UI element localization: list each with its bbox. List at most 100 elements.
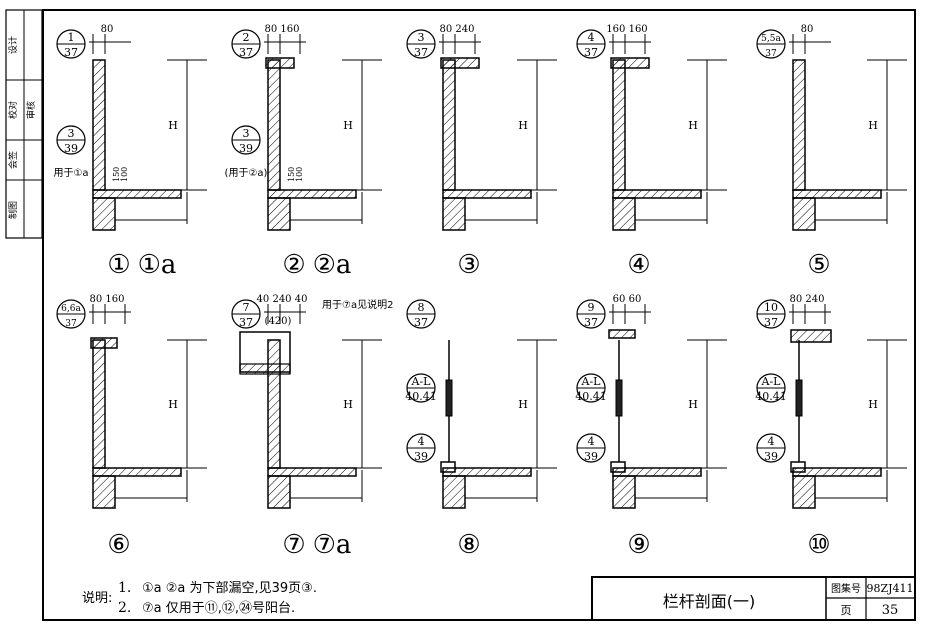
detail-number: ⑧	[457, 530, 480, 560]
ref-bottom: 37	[584, 46, 598, 59]
ref-bottom: 37	[584, 316, 598, 329]
beam-section	[792, 197, 816, 231]
height-label: H	[343, 119, 353, 132]
small-dimension-text: 150	[112, 167, 121, 182]
note-2: ⑦a 仅用于⑪,⑫,㉔号阳台.	[142, 601, 295, 616]
detail-number-text: ②	[282, 250, 305, 280]
ref-top: 10	[764, 301, 778, 314]
sub-note: 用于①a	[53, 168, 88, 179]
beam-section	[442, 197, 466, 231]
beam-section	[612, 197, 636, 231]
ref-top: 4	[768, 435, 775, 448]
ref-top: 4	[588, 31, 595, 44]
height-label: H	[688, 119, 698, 132]
base-ref: 439	[406, 433, 436, 463]
detail-number-text: ③	[457, 250, 480, 280]
rail-bar	[445, 379, 453, 417]
note-1: ①a ②a 为下部漏空,见39页③.	[142, 580, 317, 596]
height-label: H	[688, 398, 698, 411]
detail-number-text: ⑩	[807, 530, 830, 560]
rail-ref: A-L40.41	[575, 373, 607, 403]
ref-bottom: 40.41	[755, 390, 787, 403]
drawing-title: 栏杆剖面(一)	[663, 592, 756, 611]
ref-bottom: 37	[239, 316, 253, 329]
ref-top: 5,5a	[761, 34, 781, 44]
atlas-number: 98ZJ411	[866, 582, 913, 595]
coping-section	[90, 337, 118, 349]
detail-ref: 237	[231, 29, 261, 59]
coping-section	[440, 57, 480, 69]
ref-bottom: 37	[765, 49, 777, 59]
planter-base	[239, 363, 291, 375]
detail-ref: 437	[576, 29, 606, 59]
wall-section	[92, 339, 106, 469]
height-label: H	[868, 398, 878, 411]
floor-slab	[612, 467, 702, 477]
detail-number-text: ⑦	[282, 530, 305, 560]
wall-section	[792, 59, 806, 191]
detail-number-text: ①a	[138, 250, 177, 280]
ref-top: 3	[243, 127, 250, 140]
ref-top: 4	[418, 435, 425, 448]
beam-section	[442, 475, 466, 509]
ref-top: A-L	[761, 375, 782, 388]
detail-number: ②a	[313, 250, 352, 280]
detail-note: 用于⑦a见说明2	[322, 298, 393, 311]
wall-section	[92, 59, 106, 191]
handrail	[608, 329, 636, 339]
floor-slab	[267, 467, 357, 477]
ref-bottom: 39	[764, 450, 778, 463]
rail-bar	[795, 379, 803, 417]
note-1-number: 1.	[118, 580, 131, 596]
notes-label: 说明:	[82, 591, 112, 606]
floor-slab	[442, 467, 532, 477]
ref-bottom: 37	[764, 316, 778, 329]
detail-number: ⑩	[807, 530, 830, 560]
detail-number: ⑥	[107, 530, 130, 560]
stamp-strip: 设计 校对 审核 会签 制图	[5, 9, 43, 239]
dimension-text: 80 240	[790, 294, 825, 305]
detail-number-text: ②a	[313, 250, 352, 280]
sub-note: (用于②a)	[225, 168, 268, 179]
ref-bottom: 39	[584, 450, 598, 463]
sub-ref: 339	[56, 125, 86, 155]
page-number: 35	[882, 603, 899, 618]
dimension-text: 80	[801, 24, 814, 35]
height-label: H	[343, 398, 353, 411]
ref-top: 7	[243, 301, 250, 314]
dimension-text: 160 160	[606, 24, 647, 35]
atlas-label: 图集号	[831, 582, 861, 595]
detail-ref: 737	[231, 299, 261, 329]
height-label: H	[168, 119, 178, 132]
height-label: H	[168, 398, 178, 411]
ref-top: 3	[68, 127, 75, 140]
base-ref: 439	[756, 433, 786, 463]
floor-slab	[92, 189, 182, 199]
detail-ref: 137	[56, 29, 86, 59]
dimension-text: 80	[101, 24, 114, 35]
detail-ref: 837	[406, 299, 436, 329]
detail-number-text: ④	[627, 250, 650, 280]
ref-bottom: 37	[239, 46, 253, 59]
detail-ref: 937	[576, 299, 606, 329]
floor-slab	[792, 189, 882, 199]
sheet-frame	[42, 9, 916, 621]
detail-number-text: ⑦a	[313, 530, 352, 560]
beam-section	[92, 197, 116, 231]
detail-number: ①a	[138, 250, 177, 280]
ref-bottom: 39	[239, 142, 253, 155]
ref-top: 6,6a	[61, 304, 81, 314]
height-label: H	[868, 119, 878, 132]
ref-top: A-L	[411, 375, 432, 388]
detail-ref: 337	[406, 29, 436, 59]
